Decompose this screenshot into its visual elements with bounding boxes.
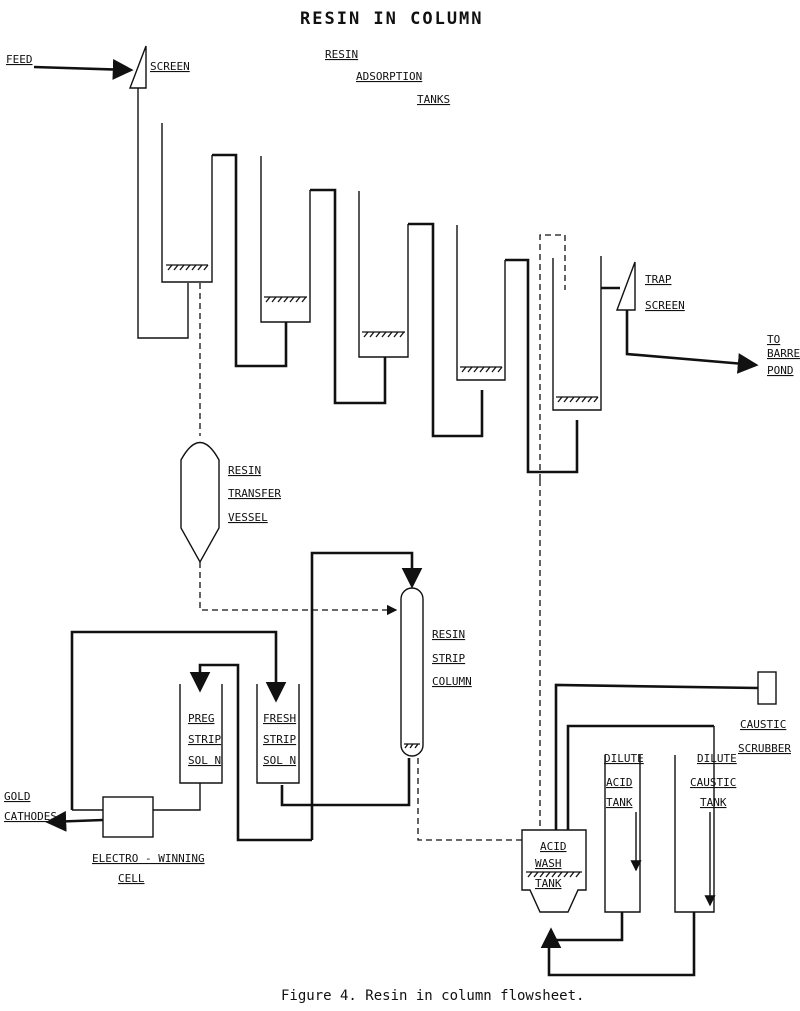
preg-sol-label: SOL N: [188, 754, 221, 767]
ew-label: ELECTRO - WINNING: [92, 852, 205, 865]
acid-wash-label-wash: WASH: [535, 857, 562, 870]
acid-to-scrubber-line: [554, 683, 759, 830]
barren-label: BARREN: [767, 347, 800, 360]
screen-to-tank1-line: [137, 88, 189, 339]
preg-label: PREG: [188, 712, 215, 725]
label-resin: RESIN: [325, 48, 358, 61]
acid-wash-tank: [521, 829, 587, 913]
strip-label-column: COLUMN: [432, 675, 472, 688]
strip-column-feed-line: [310, 551, 423, 840]
strip-to-acid-dashed-line: [417, 758, 528, 841]
fresh-strip-label: STRIP: [263, 733, 296, 746]
strip-label-strip: STRIP: [432, 652, 465, 665]
to-barren-pond-line: [625, 310, 759, 374]
tank4-to-tank5-line: [505, 258, 579, 474]
transfer-to-strip-dashed-line: [199, 562, 398, 616]
trap-screen-icon: [615, 261, 636, 311]
diagram-title: RESIN IN COLUMN: [300, 9, 484, 29]
caustic-return-line: [547, 912, 696, 977]
adsorption-tank-5: [552, 256, 602, 411]
return-to-preg-line: [189, 663, 312, 842]
fresh-strip-solution-tank: [256, 684, 300, 784]
preg-to-ew-line: [153, 783, 201, 811]
feed-line: [33, 59, 134, 80]
gold-cathodes-line: [45, 810, 104, 832]
resin-recycle-dashed-line: [539, 234, 566, 480]
trap-screen-label: SCREEN: [645, 299, 685, 312]
ew-to-fresh-line: [70, 630, 287, 810]
pond-label: POND: [767, 364, 794, 377]
strip-to-fresh-line: [280, 758, 411, 807]
feed-label: FEED: [6, 53, 33, 66]
adsorption-tank-1: [161, 123, 213, 283]
dilute-caustic-label-caustic: CAUSTIC: [690, 776, 736, 789]
trap-label: TRAP: [645, 273, 672, 286]
dilute-caustic-label-tank: TANK: [700, 796, 727, 809]
transfer-label-vessel: VESSEL: [228, 511, 268, 524]
dilute-acid-label-tank: TANK: [606, 796, 633, 809]
preg-strip-label: STRIP: [188, 733, 221, 746]
screen-icon: [128, 45, 147, 89]
adsorption-tank-2: [260, 156, 311, 323]
to-label: TO: [767, 333, 780, 346]
cathodes-label: CATHODES: [4, 810, 57, 823]
caustic-scrubber: [757, 671, 777, 705]
fresh-sol-label: SOL N: [263, 754, 296, 767]
fresh-label: FRESH: [263, 712, 296, 725]
vent-header-line: [566, 724, 714, 830]
acid-return-line: [540, 912, 624, 949]
resin-strip-column: [400, 587, 424, 757]
resin-transfer-vessel: [180, 442, 220, 564]
dilute-acid-label-dilute: DILUTE: [604, 752, 644, 765]
preg-strip-solution-tank: [179, 684, 223, 784]
dilute-caustic-label-dilute: DILUTE: [697, 752, 737, 765]
acid-wash-label-acid: ACID: [540, 840, 567, 853]
electro-winning-cell: [102, 796, 154, 838]
screen-label: SCREEN: [150, 60, 190, 73]
acid-wash-label-tank: TANK: [535, 877, 562, 890]
tank2-to-tank3-line: [310, 188, 387, 405]
figure-caption: Figure 4. Resin in column flowsheet.: [281, 988, 584, 1004]
transfer-label-transfer: TRANSFER: [228, 487, 281, 500]
adsorption-tank-3: [358, 191, 409, 358]
scrubber-label: SCRUBBER: [738, 742, 791, 755]
transfer-label-resin: RESIN: [228, 464, 261, 477]
label-adsorption: ADSORPTION: [356, 70, 422, 83]
gold-label: GOLD: [4, 790, 31, 803]
adsorption-tank-4: [456, 225, 506, 381]
label-tanks: TANKS: [417, 93, 450, 106]
caustic-label: CAUSTIC: [740, 718, 786, 731]
strip-label-resin: RESIN: [432, 628, 465, 641]
ew-cell-label: CELL: [118, 872, 145, 885]
dilute-acid-label-acid: ACID: [606, 776, 633, 789]
tank1-to-tank2-line: [212, 153, 288, 368]
tank3-to-tank4-line: [408, 222, 484, 438]
